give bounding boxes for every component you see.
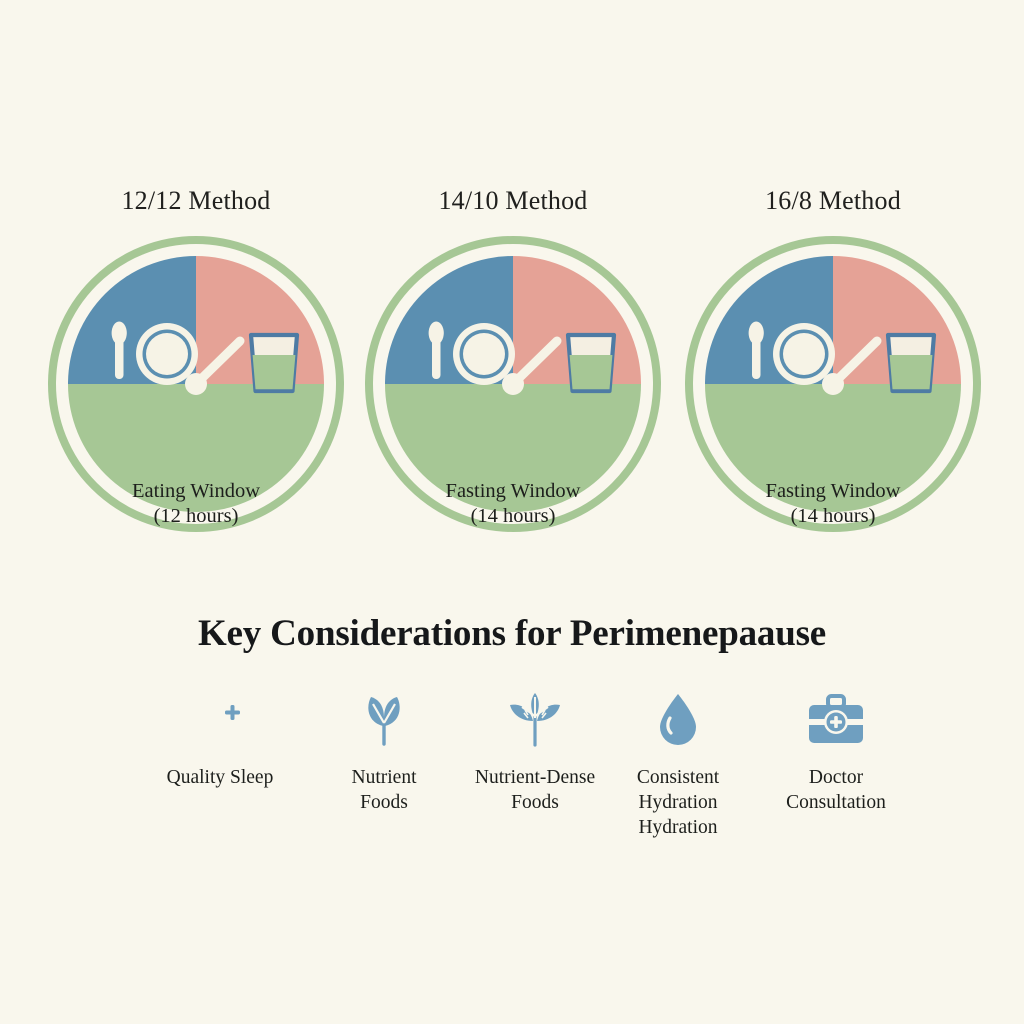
plate-and-spoon-icon: [428, 321, 515, 385]
clock-diagram: Fasting Window (14 hours): [353, 234, 673, 534]
clock-svg: [365, 236, 661, 532]
medical-bag-svg: [809, 694, 863, 743]
key-item-label-line2: Consultation: [786, 792, 886, 813]
water-drop-icon: [594, 691, 762, 749]
key-item-quality-sleep: Quality Sleep: [136, 691, 304, 790]
key-considerations-section: Key Considerations for Perimenepaause Qu…: [0, 612, 1024, 871]
key-item-label-line1: Consistent: [636, 767, 720, 788]
clock-hand-icon: [822, 336, 882, 395]
key-considerations-heading: Key Considerations for Perimenepaause: [197, 613, 827, 654]
clock-hand-icon: [185, 336, 245, 395]
key-item-label-line1: Nutrient: [351, 767, 417, 788]
crescent-moon-plus-svg: [200, 698, 240, 742]
water-drop-svg: [660, 694, 696, 745]
clock-diagram: Fasting Window (14 hours): [673, 234, 993, 534]
key-item-doctor-consultation: Doctor Consultation: [752, 691, 920, 815]
pie-segments: [385, 256, 641, 512]
key-item-label: Consistent Hydration Hydration: [594, 765, 762, 840]
outer-ring: [365, 236, 661, 532]
water-glass-icon: [565, 332, 617, 394]
key-item-label-line3: Hydration: [638, 817, 718, 838]
medical-bag-icon: [752, 691, 920, 749]
method-title: 16/8 Method: [765, 186, 901, 215]
key-item-label: Doctor Consultation: [752, 765, 920, 815]
plate-and-spoon-icon: [748, 321, 835, 385]
key-item-label-line2: Foods: [360, 792, 408, 813]
method-card-16-8: 16/8 Method: [673, 186, 993, 546]
key-item-label-line2: Foods: [511, 792, 559, 813]
leaf-sprig-icon: [451, 691, 619, 749]
clock-hand-icon: [502, 336, 562, 395]
key-item-nutrient-foods: Nutrient Foods: [300, 691, 468, 815]
clock-svg: [685, 236, 981, 532]
key-item-label: Nutrient-Dense Foods: [451, 765, 619, 815]
key-item-label-line2: Hydration: [638, 792, 718, 813]
segment-green: [705, 384, 961, 512]
key-item-label: Quality Sleep: [136, 765, 304, 790]
two-leaf-svg: [368, 697, 400, 746]
two-leaf-icon: [300, 691, 468, 749]
key-item-label: Nutrient Foods: [300, 765, 468, 815]
key-considerations-list: Quality Sleep Nutrient Foods: [0, 691, 1024, 871]
key-item-consistent-hydration: Consistent Hydration Hydration: [594, 691, 762, 840]
water-glass-icon: [885, 332, 937, 394]
method-title: 14/10 Method: [438, 186, 588, 215]
leaf-sprig-svg: [510, 693, 560, 747]
crescent-moon-plus-icon: [136, 691, 304, 749]
key-item-label-line1: Doctor: [808, 767, 864, 788]
plate-and-spoon-icon: [111, 321, 198, 385]
method-card-12-12: 12/12 Method: [36, 186, 356, 546]
clock-diagram: Eating Window (12 hours): [36, 234, 356, 534]
segment-green: [385, 384, 641, 512]
clock-svg: [48, 236, 344, 532]
methods-row: 12/12 Method: [0, 186, 1024, 546]
outer-ring: [48, 236, 344, 532]
key-item-nutrient-dense-foods: Nutrient-Dense Foods: [451, 691, 619, 815]
segment-green: [68, 384, 324, 512]
key-item-label-line1: Quality Sleep: [166, 767, 274, 788]
method-title: 12/12 Method: [121, 186, 271, 215]
method-card-14-10: 14/10 Method: [353, 186, 673, 546]
key-item-label-line1: Nutrient-Dense: [474, 767, 596, 788]
outer-ring: [685, 236, 981, 532]
water-glass-icon: [248, 332, 300, 394]
